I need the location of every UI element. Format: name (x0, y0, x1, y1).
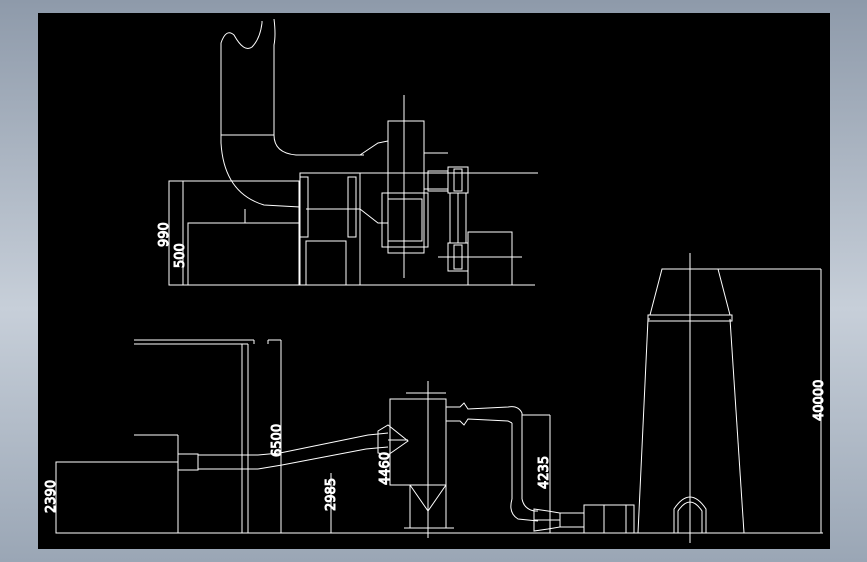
dim-4460: 4460 (378, 452, 393, 485)
dim-2985: 2985 (324, 478, 339, 511)
dim-990: 990 (157, 222, 172, 247)
fan-assembly (168, 18, 538, 286)
dim-2390: 2390 (44, 480, 59, 513)
dim-40000: 40000 (812, 380, 827, 421)
dim-500: 500 (173, 243, 188, 268)
cad-model-viewport[interactable]: 990 500 (38, 13, 830, 549)
process-line (55, 253, 823, 543)
cad-drawing: 990 500 (44, 18, 828, 543)
dim-4235: 4235 (537, 456, 552, 489)
dim-6500: 6500 (270, 424, 285, 457)
fan-dimension-labels: 990 500 (157, 222, 189, 269)
process-dimension-labels: 2390 6500 2985 4460 4235 40000 (44, 379, 828, 513)
